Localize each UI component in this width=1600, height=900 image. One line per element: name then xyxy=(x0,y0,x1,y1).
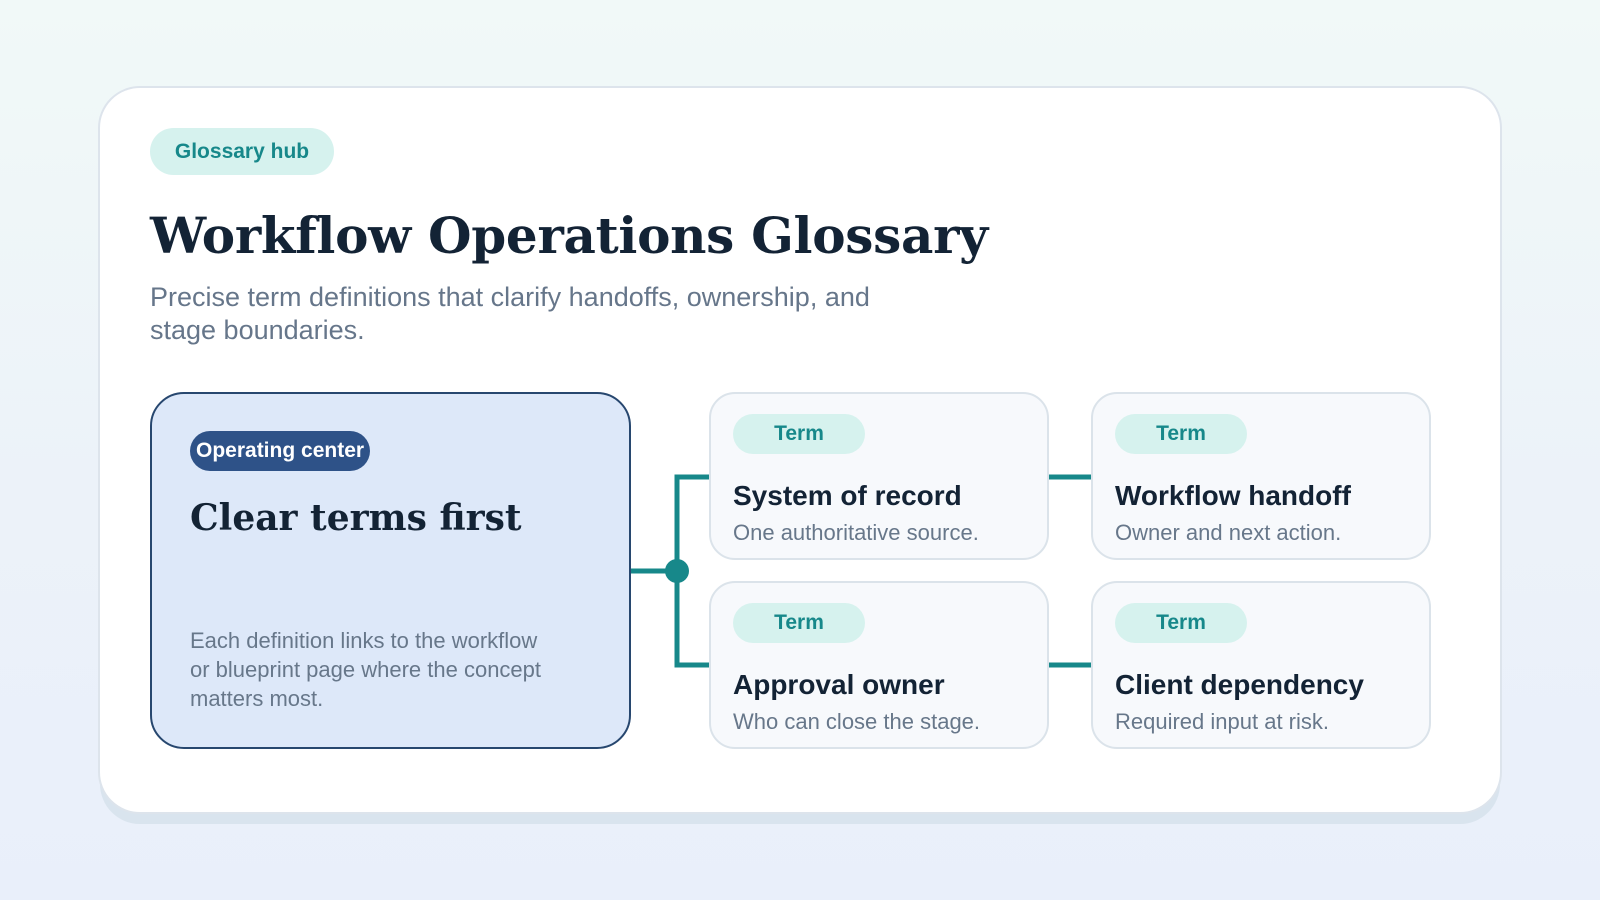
term-definition: Required input at risk. xyxy=(1115,709,1329,734)
term-badge: Term xyxy=(1115,414,1247,454)
term-definition: Owner and next action. xyxy=(1115,520,1342,545)
glossary-hub-badge: Glossary hub xyxy=(150,128,334,175)
page-title: Workflow Operations Glossary xyxy=(150,206,988,265)
term-badge: Term xyxy=(733,414,865,454)
junction-node xyxy=(665,559,689,583)
center-description: Each definition links to the workflow or… xyxy=(190,628,542,711)
page-subtitle: Precise term definitions that clarify ha… xyxy=(150,282,870,345)
term-card-workflow-handoff: Term Workflow handoff Owner and next act… xyxy=(1091,392,1431,560)
term-card-approval-owner: Term Approval owner Who can close the st… xyxy=(709,581,1049,749)
term-badge: Term xyxy=(733,603,865,643)
term-name: Approval owner xyxy=(733,669,945,700)
term-badge: Term xyxy=(1115,603,1247,643)
operating-center-badge: Operating center xyxy=(190,431,371,471)
term-definition: One authoritative source. xyxy=(733,520,979,545)
term-card-system-of-record: Term System of record One authoritative … xyxy=(709,392,1049,560)
center-heading: Clear terms first xyxy=(190,497,522,539)
term-definition: Who can close the stage. xyxy=(733,709,981,734)
term-name: System of record xyxy=(733,480,962,511)
term-name: Client dependency xyxy=(1115,669,1364,700)
operating-center-node: Operating center Clear terms first Each … xyxy=(150,392,631,749)
term-card-client-dependency: Term Client dependency Required input at… xyxy=(1091,581,1431,749)
term-name: Workflow handoff xyxy=(1115,480,1351,511)
